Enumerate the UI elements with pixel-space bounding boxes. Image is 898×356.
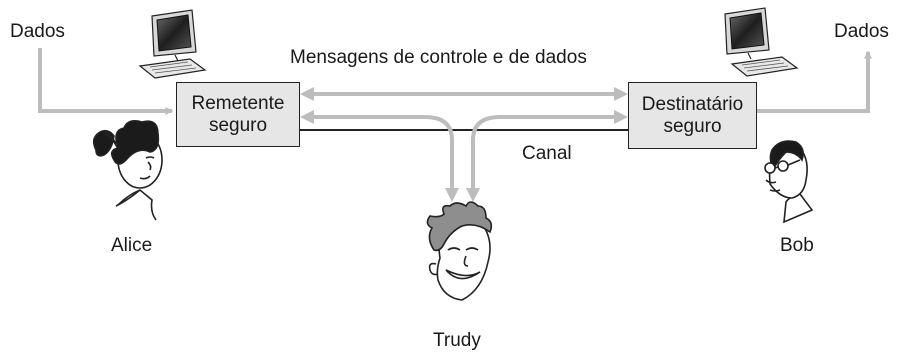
eavesdrop-receiver-arrow <box>471 115 616 188</box>
messages-arrowhead-left <box>300 87 314 101</box>
sender-label-line1: Remetente <box>191 92 285 114</box>
secure-receiver-box: Destinatário seguro <box>628 82 757 149</box>
secure-sender-box: Remetente seguro <box>176 82 300 147</box>
trudy-label: Trudy <box>433 330 481 351</box>
receiver-label-line1: Destinatário <box>641 93 744 115</box>
receiver-label-line2: seguro <box>663 115 722 137</box>
messages-label: Mensagens de controle e de dados <box>290 47 587 68</box>
messages-arrowhead-right <box>614 87 628 101</box>
eavesdrop-receiver-arrowhead-down <box>466 188 480 202</box>
eavesdrop-sender-arrowhead-left <box>300 110 314 124</box>
alice-label: Alice <box>111 235 153 256</box>
eavesdrop-sender-arrow <box>312 115 454 188</box>
data-out-label: Dados <box>834 21 889 42</box>
sender-label-line2: seguro <box>208 114 268 136</box>
data-in-label: Dados <box>10 21 65 42</box>
data-in-arrow <box>38 48 174 115</box>
trudy-avatar <box>426 201 493 301</box>
eavesdrop-receiver-arrowhead-right <box>614 110 628 124</box>
eavesdrop-sender-arrowhead-down <box>445 188 459 202</box>
bob-label: Bob <box>780 235 814 256</box>
alice-avatar <box>92 120 163 221</box>
computer-icon-sender <box>138 9 207 79</box>
data-out-arrow <box>757 50 872 113</box>
channel-label: Canal <box>522 143 572 164</box>
computer-icon-receiver <box>724 7 799 77</box>
bob-avatar <box>764 140 814 224</box>
